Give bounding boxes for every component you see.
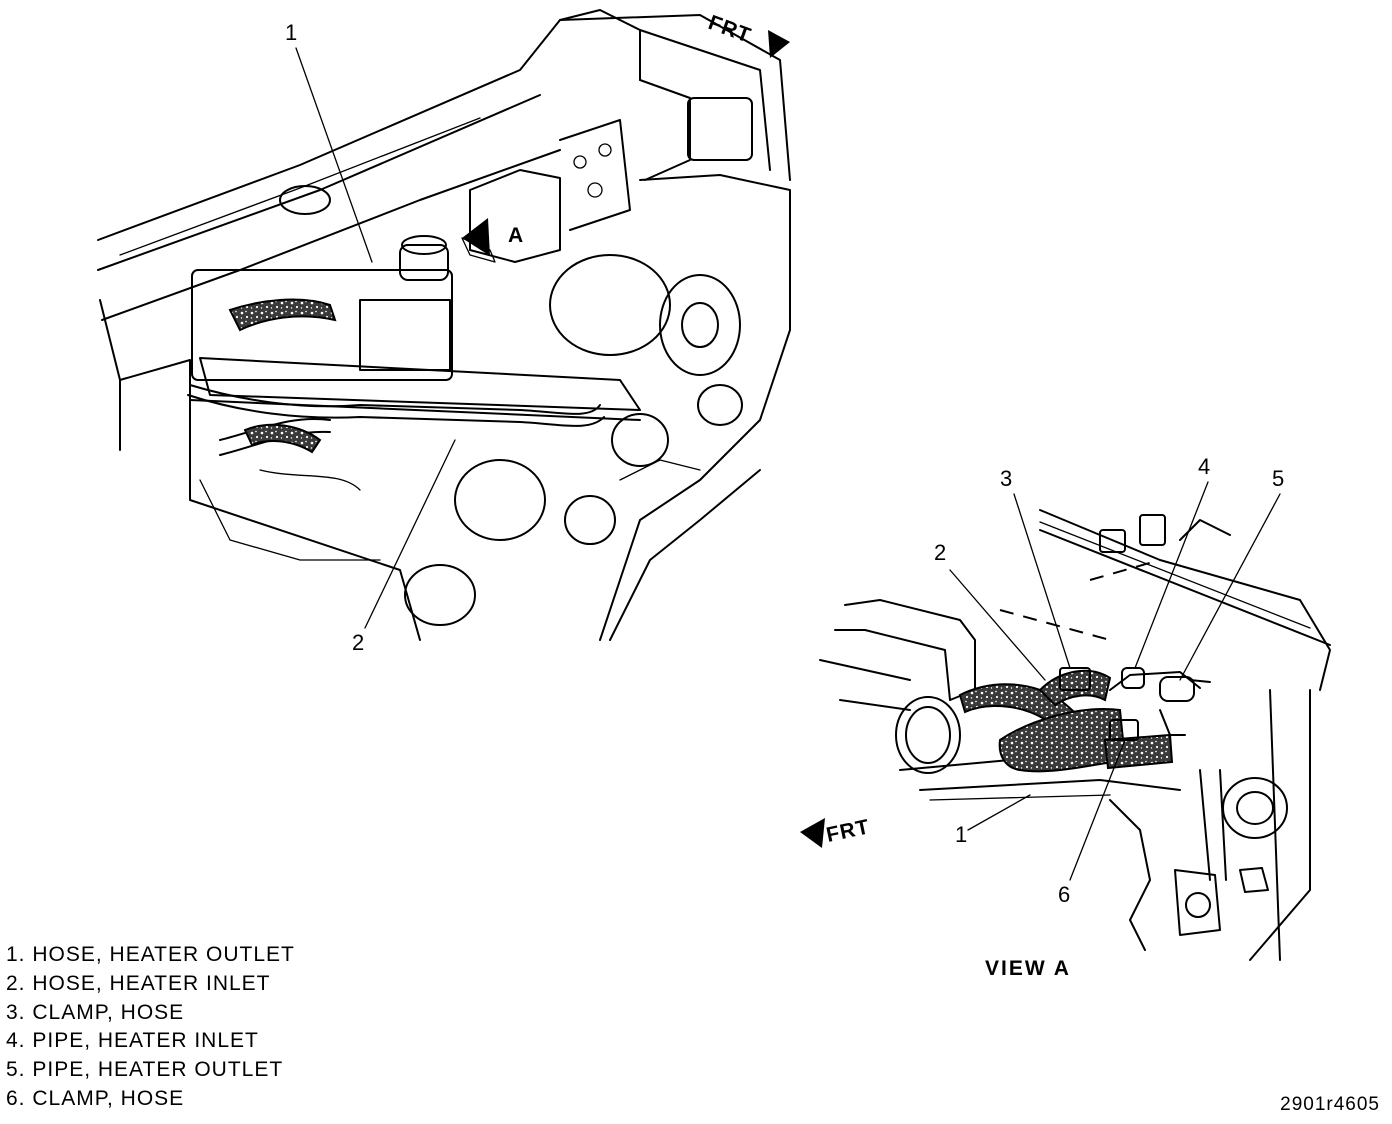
legend-item-1: 1. HOSE, HEATER OUTLET — [6, 943, 295, 966]
callout-1-view-a: 1 — [955, 822, 967, 847]
legend-item-3: 3. CLAMP, HOSE — [6, 1000, 185, 1024]
frt-label-view-a: FRT — [824, 815, 872, 847]
view-a-arrow-icon — [462, 218, 490, 256]
callout-6-view-a: 6 — [1058, 882, 1070, 907]
main-engine-view: A FRT 1 2 — [97, 9, 791, 655]
front-arrow-view-a-icon — [800, 818, 825, 848]
legend-item-6: 6. CLAMP, HOSE — [6, 1086, 185, 1110]
legend-item-4: 4. PIPE, HEATER INLET — [6, 1029, 259, 1053]
parts-legend: 1. HOSE, HEATER OUTLET 2. HOSE, HEATER I… — [6, 941, 295, 1114]
callout-5-view-a: 5 — [1272, 466, 1284, 491]
callout-3-view-a: 3 — [1000, 466, 1012, 491]
front-arrow-icon — [768, 30, 790, 58]
view-a-marker: A — [508, 224, 523, 247]
callout-2-main: 2 — [352, 630, 364, 655]
figure-code: 2901r4605 — [1280, 1094, 1380, 1115]
callout-1-main: 1 — [285, 20, 297, 45]
callout-4-view-a: 4 — [1198, 454, 1210, 479]
callout-2-view-a: 2 — [934, 540, 946, 565]
legend-item-2: 2. HOSE, HEATER INLET — [6, 971, 271, 995]
frt-label-main: FRT — [705, 11, 754, 48]
view-a-detail: FRT 1 2 3 4 5 6 VIEW A — [800, 454, 1331, 980]
view-a-title: VIEW A — [985, 957, 1071, 980]
legend-item-5: 5. PIPE, HEATER OUTLET — [6, 1058, 284, 1082]
